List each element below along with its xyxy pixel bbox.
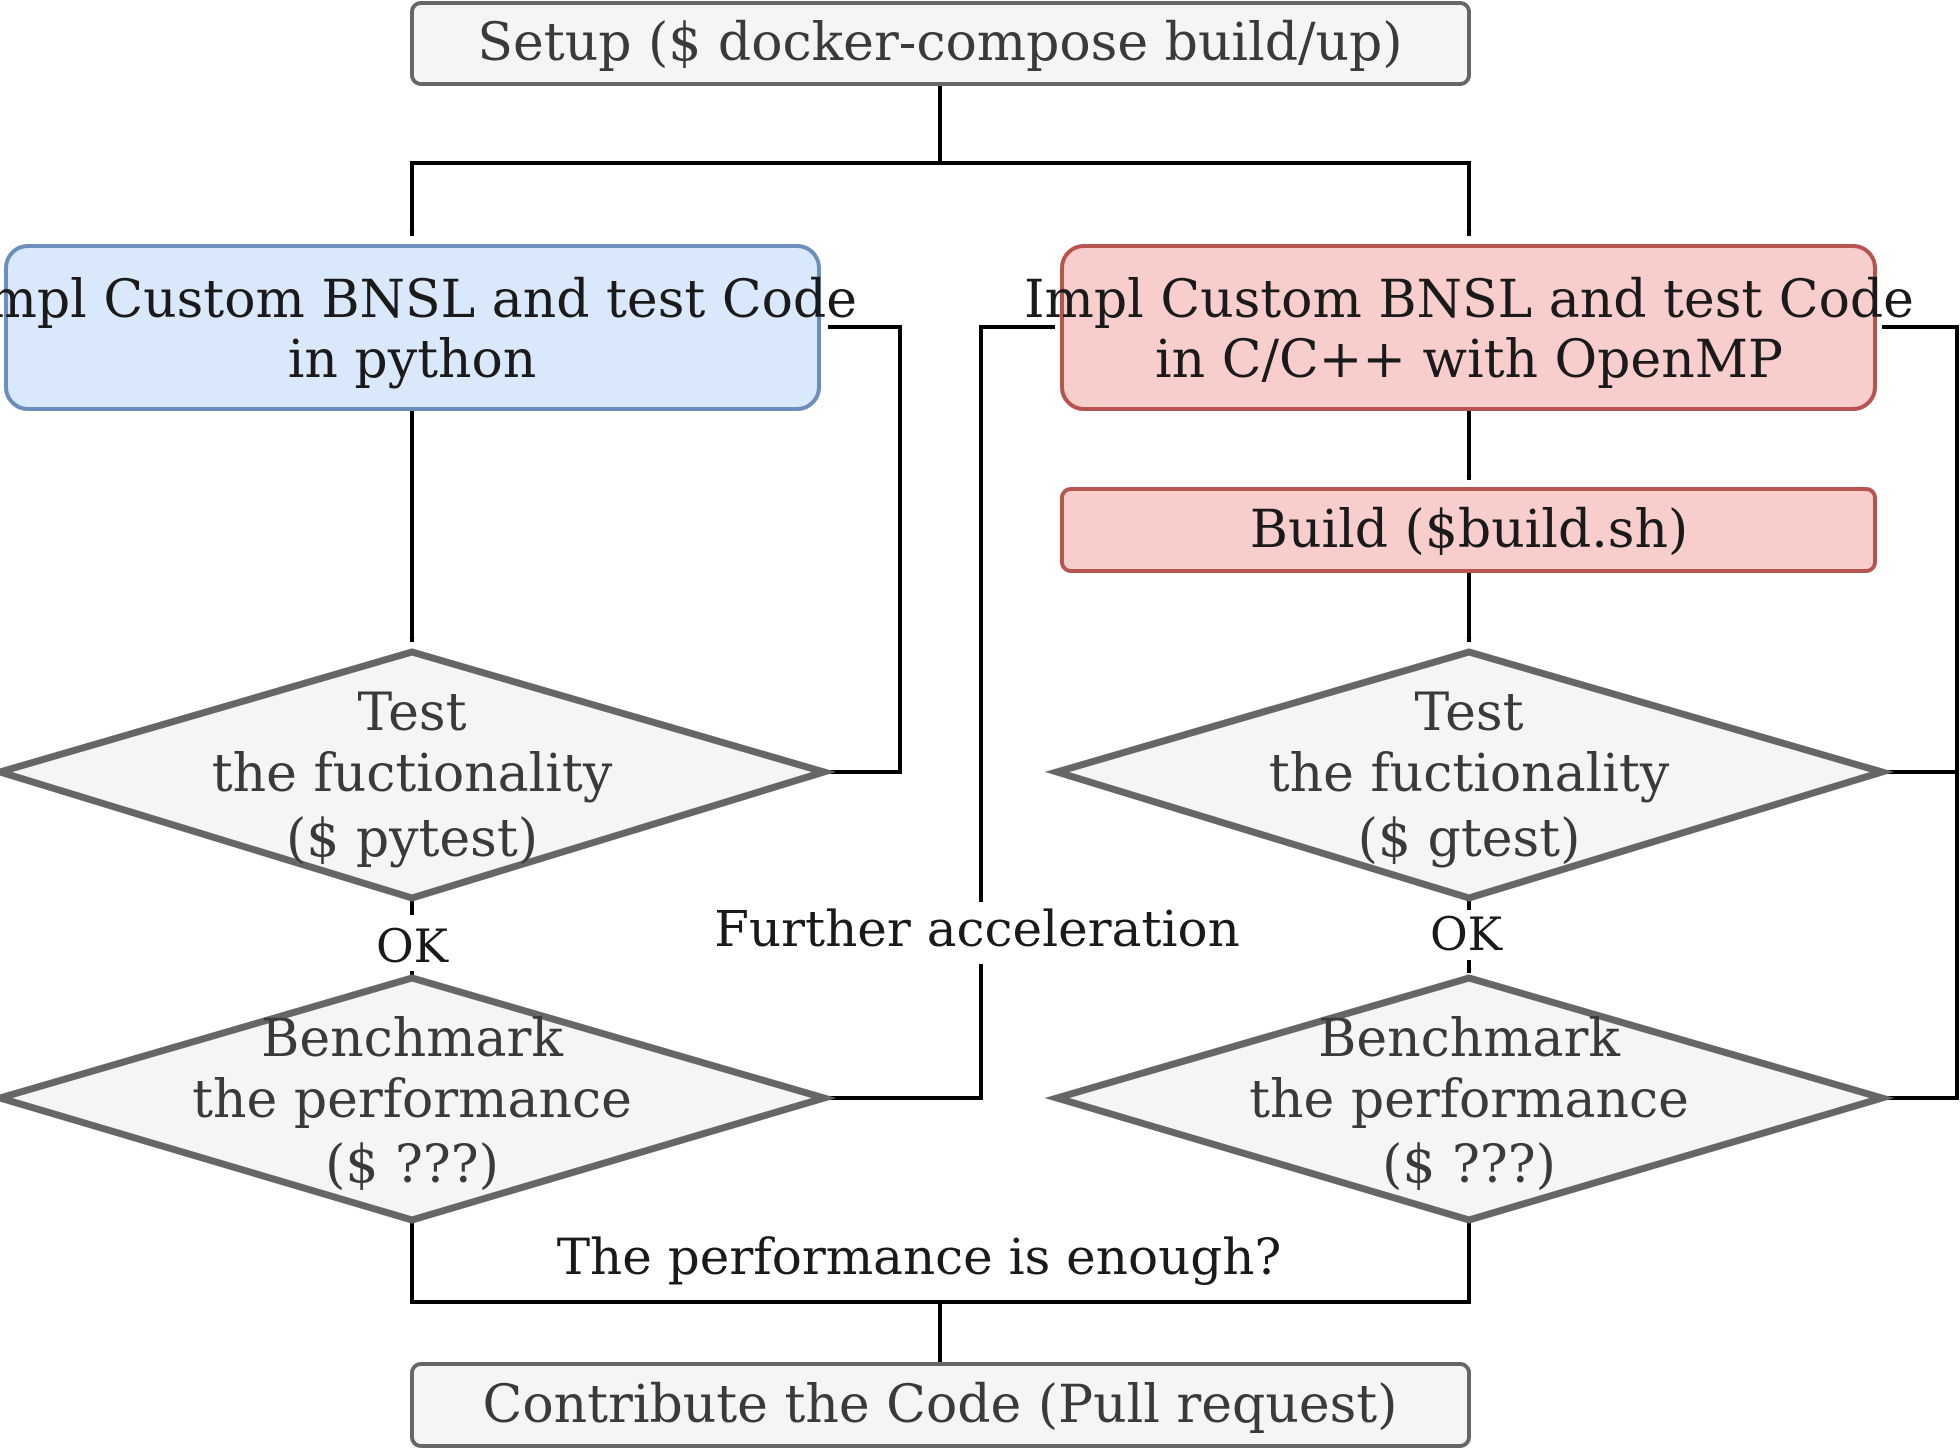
- python-test-line2: the fuctionality: [212, 744, 613, 804]
- edges: [409, 84, 1959, 1381]
- python-impl-line1: Impl Custom BNSL and test Code: [0, 270, 857, 330]
- build-node: Build ($build.sh): [1060, 487, 1877, 573]
- python-bench-line2: the performance: [192, 1070, 632, 1130]
- cpp-test-decision: Test the fuctionality ($ gtest): [1044, 648, 1895, 902]
- further-acceleration-label: Further acceleration: [714, 900, 1240, 958]
- python-test-decision: Test the fuctionality ($ pytest): [0, 648, 837, 902]
- cpp-impl-line2: in C/C++ with OpenMP: [1155, 330, 1783, 390]
- cpp-test-line1: Test: [1414, 683, 1523, 743]
- contribute-node: Contribute the Code (Pull request): [410, 1362, 1471, 1448]
- cpp-bench-line1: Benchmark: [1318, 1009, 1620, 1069]
- contribute-label: Contribute the Code (Pull request): [483, 1375, 1398, 1435]
- cpp-bench-line2: the performance: [1249, 1070, 1689, 1130]
- setup-label: Setup ($ docker-compose build/up): [477, 13, 1402, 73]
- edge-cpp-bench-merge: [940, 1220, 1471, 1304]
- edge-split-cpp: [940, 161, 1472, 237]
- edge-cpp-bench-loop: [1881, 324, 1959, 1100]
- python-bench-line1: Benchmark: [261, 1009, 563, 1069]
- cpp-test-line2: the fuctionality: [1269, 744, 1670, 804]
- python-test-line3: ($ pytest): [286, 809, 538, 869]
- python-bench-line3: ($ ???): [325, 1135, 499, 1195]
- edge-further-top: [979, 324, 1056, 902]
- edge-split-python: [409, 161, 940, 237]
- python-impl-line2: in python: [288, 330, 537, 390]
- performance-enough-label: The performance is enough?: [557, 1228, 1282, 1286]
- setup-node: Setup ($ docker-compose build/up): [410, 1, 1471, 86]
- python-impl-node: Impl Custom BNSL and test Code in python: [0, 244, 857, 411]
- python-bench-decision: Benchmark the performance ($ ???): [0, 974, 837, 1224]
- cpp-impl-node: Impl Custom BNSL and test Code in C/C++ …: [1024, 244, 1914, 411]
- ok-label-left: OK: [376, 919, 450, 973]
- cpp-bench-decision: Benchmark the performance ($ ???): [1044, 974, 1895, 1224]
- cpp-bench-line3: ($ ???): [1382, 1135, 1556, 1195]
- ok-label-right: OK: [1430, 907, 1504, 961]
- edge-further-bottom: [824, 964, 983, 1100]
- build-label: Build ($build.sh): [1250, 500, 1688, 560]
- edge-python-test-loop: [824, 324, 902, 774]
- cpp-impl-line1: Impl Custom BNSL and test Code: [1024, 270, 1914, 330]
- edge-python-bench-merge: [410, 1220, 940, 1304]
- cpp-test-line3: ($ gtest): [1358, 809, 1581, 869]
- python-test-line1: Test: [357, 683, 466, 743]
